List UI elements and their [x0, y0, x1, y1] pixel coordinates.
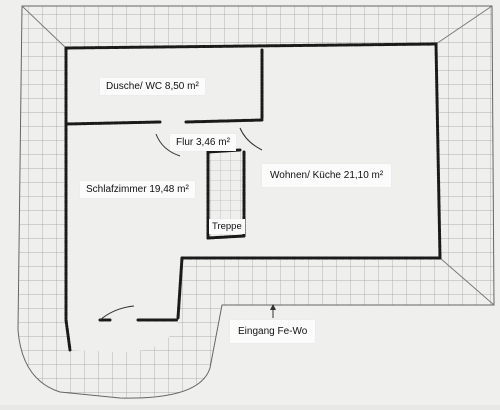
room-label-flur: Flur 3,46 m²	[170, 134, 236, 151]
door-swings	[99, 127, 263, 321]
room-label-wohnen-kueche: Wohnen/ Küche 21,10 m²	[262, 164, 392, 187]
entrance-arrow	[270, 304, 276, 318]
room-label-dusche-wc: Dusche/ WC 8,50 m²	[100, 78, 205, 95]
room-label-treppe: Treppe	[209, 219, 245, 234]
room-label-schlafzimmer: Schlafzimmer 19,48 m²	[80, 181, 195, 198]
entrance-label: Eingang Fe-Wo	[230, 320, 316, 343]
